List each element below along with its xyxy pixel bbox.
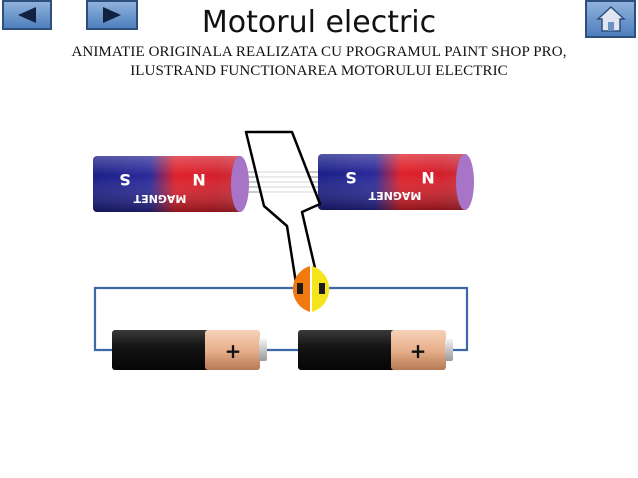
armature-loop bbox=[244, 130, 322, 284]
slide-title: Motorul electric bbox=[201, 5, 437, 40]
battery-left: + bbox=[112, 330, 267, 370]
battery-right: + bbox=[298, 330, 453, 370]
magnet-south-label: S bbox=[345, 168, 357, 187]
next-slide-button[interactable] bbox=[86, 0, 138, 30]
battery-plus-sign: + bbox=[410, 339, 427, 363]
commutator bbox=[292, 266, 330, 312]
prev-slide-button[interactable] bbox=[2, 0, 52, 30]
magnet-label: MAGNET bbox=[133, 192, 186, 205]
left-magnet: S N MAGNET bbox=[93, 156, 249, 212]
home-icon bbox=[595, 5, 626, 32]
magnet-north-label: N bbox=[192, 170, 205, 189]
battery-plus-sign: + bbox=[225, 339, 242, 363]
subtitle-line-2: ILUSTRAND FUNCTIONAREA MOTORULUI ELECTRI… bbox=[130, 63, 508, 79]
magnet-north-label: N bbox=[421, 168, 434, 187]
right-magnet: S N MAGNET bbox=[318, 154, 474, 210]
right-arrow-icon bbox=[103, 7, 121, 23]
subtitle-line-1: ANIMATIE ORIGINALA REALIZATA CU PROGRAMU… bbox=[71, 44, 567, 60]
magnet-south-label: S bbox=[119, 170, 131, 189]
magnet-label: MAGNET bbox=[368, 189, 421, 202]
circuit-wire bbox=[93, 286, 469, 352]
left-arrow-icon bbox=[18, 7, 36, 23]
home-button[interactable] bbox=[585, 0, 636, 38]
